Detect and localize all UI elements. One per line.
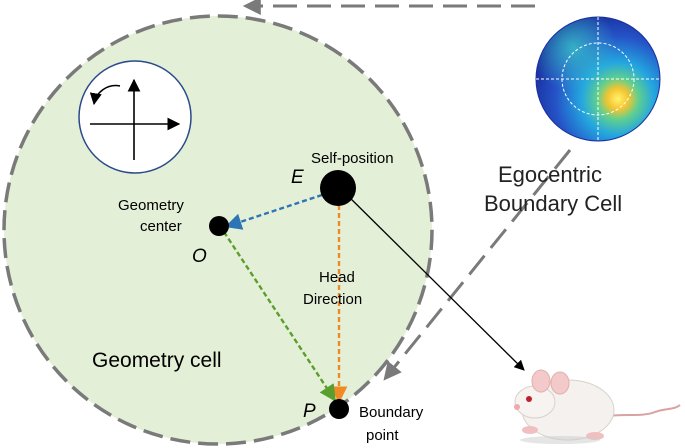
self-position-point — [320, 170, 356, 206]
head-direction-label-line1: Head — [319, 269, 355, 286]
geometry-center-point — [209, 216, 229, 236]
egocentric-ratemap-icon — [535, 16, 661, 142]
head-direction-label-line2: Direction — [303, 291, 362, 308]
ebc-label-line1: Egocentric — [498, 162, 602, 187]
geometry-center-label-line1: Geometry — [118, 197, 184, 214]
boundary-point-label-line2: point — [366, 427, 399, 444]
point-e-label: E — [291, 167, 304, 188]
point-o-label: O — [192, 246, 207, 267]
point-p-label: P — [303, 401, 316, 422]
geometry-cell-label: Geometry cell — [92, 349, 222, 372]
rotation-compass-icon — [78, 60, 192, 174]
self-position-label: Self-position — [311, 150, 394, 167]
ebc-label-line2: Boundary Cell — [484, 191, 622, 216]
self-to-center-arrow — [224, 193, 323, 230]
connector-bottom — [383, 149, 572, 381]
head-direction-ray — [341, 189, 525, 371]
mouse-icon — [514, 369, 681, 444]
boundary-point-label-line1: Boundary — [359, 404, 424, 421]
boundary-point — [329, 399, 349, 419]
geometry-center-label-line2: center — [140, 218, 182, 235]
center-to-boundary-arrow — [222, 231, 336, 402]
